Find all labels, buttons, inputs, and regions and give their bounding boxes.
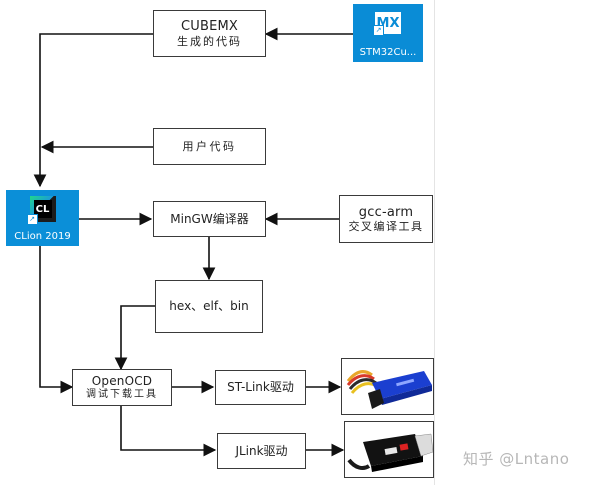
shortcut-arrow-icon: ↗	[26, 214, 38, 225]
openocd-box: OpenOCD 调试下载工具	[72, 369, 172, 406]
arrow-clion-to-openocd	[39, 246, 74, 394]
user-code-box: 用户代码	[153, 128, 266, 165]
stlink-driver-box: ST-Link驱动	[215, 370, 306, 405]
stm32cubemx-icon: MX ↗	[373, 12, 401, 36]
stlink-device-image	[341, 358, 434, 415]
clion-app[interactable]: CL ↗ CLion 2019	[6, 190, 79, 246]
shortcut-arrow-icon: ↗	[373, 25, 384, 36]
mingw-compiler-box: MinGW编译器	[153, 201, 266, 237]
arrow-cubemx-to-clion	[33, 33, 153, 188]
gcc-arm-title: gcc-arm	[358, 204, 414, 220]
openocd-subtitle: 调试下载工具	[86, 388, 158, 400]
arrow-hex-to-openocd	[114, 305, 155, 371]
user-code-label: 用户代码	[182, 139, 237, 153]
jlink-device-image	[344, 421, 434, 478]
stlink-label: ST-Link驱动	[227, 380, 294, 395]
zhihu-watermark: 知乎 @Lntano	[463, 450, 570, 468]
clion-icon: CL ↗	[26, 196, 56, 225]
arrow-openocd-to-jlink	[120, 405, 217, 457]
output-files-label: hex、elf、bin	[169, 299, 249, 314]
gcc-arm-box: gcc-arm 交叉编译工具	[339, 195, 433, 243]
gcc-arm-subtitle: 交叉编译工具	[348, 220, 424, 234]
cubemx-code-box: CUBEMX 生成的代码	[153, 10, 266, 57]
jlink-driver-box: JLink驱动	[217, 433, 306, 469]
stm32cubemx-label: STM32Cu...	[359, 47, 417, 58]
cubemx-subtitle: 生成的代码	[177, 34, 242, 48]
mingw-label: MinGW编译器	[170, 211, 249, 226]
jlink-programmer-icon	[347, 433, 433, 472]
cubemx-title: CUBEMX	[180, 19, 239, 35]
clion-label: CLion 2019	[14, 231, 71, 242]
output-files-box: hex、elf、bin	[155, 280, 263, 333]
canvas-right-edge	[434, 0, 435, 485]
openocd-title: OpenOCD	[91, 374, 153, 389]
clion-icon-inner: CL	[33, 200, 52, 218]
stm32cubemx-app[interactable]: MX ↗ STM32Cu...	[353, 4, 423, 62]
jlink-label: JLink驱动	[235, 443, 288, 458]
clion-icon-text: CL	[35, 203, 50, 215]
st-link-programmer-icon	[346, 370, 432, 409]
